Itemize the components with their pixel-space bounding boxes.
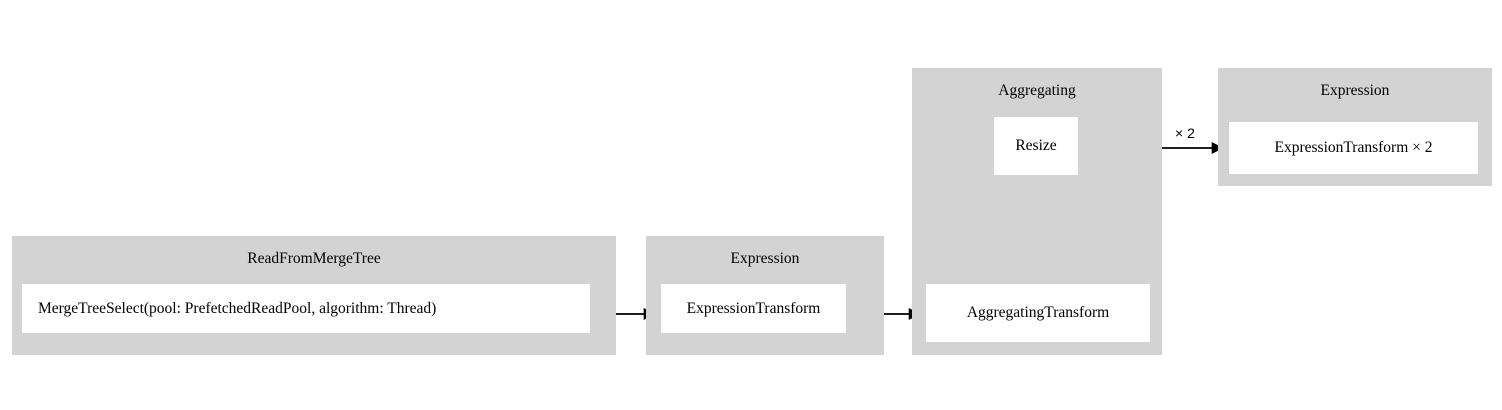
node-expression-transform[interactable]: ExpressionTransform bbox=[661, 284, 846, 333]
node-aggregating-transform[interactable]: AggregatingTransform bbox=[926, 284, 1150, 342]
cluster-label-read-from-merge-tree: ReadFromMergeTree bbox=[247, 250, 381, 267]
node-resize[interactable]: Resize bbox=[994, 117, 1078, 175]
node-expression-transform-x2[interactable]: ExpressionTransform × 2 bbox=[1229, 122, 1478, 174]
node-label-aggregating-transform: AggregatingTransform bbox=[966, 304, 1110, 321]
cluster-label-expression-2: Expression bbox=[1320, 82, 1390, 99]
node-label-expression-transform: ExpressionTransform bbox=[686, 299, 821, 317]
node-label-expression-transform-x2: ExpressionTransform × 2 bbox=[1274, 139, 1433, 156]
node-merge-tree-select[interactable]: MergeTreeSelect(pool: PrefetchedReadPool… bbox=[22, 284, 590, 333]
edge-label-resize-to-expression-x2: × 2 bbox=[1175, 125, 1195, 141]
node-label-merge-tree-select: MergeTreeSelect(pool: PrefetchedReadPool… bbox=[38, 299, 437, 317]
cluster-label-aggregating: Aggregating bbox=[998, 82, 1076, 99]
node-label-resize: Resize bbox=[1015, 137, 1057, 154]
cluster-label-expression-1: Expression bbox=[730, 250, 800, 267]
